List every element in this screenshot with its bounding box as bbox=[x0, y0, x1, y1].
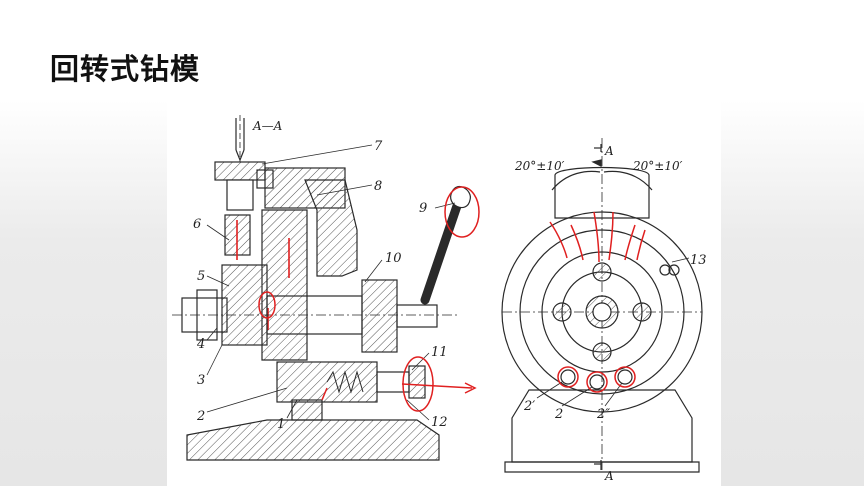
angle-right-label: 20°±10′ bbox=[632, 159, 683, 173]
drill-bit bbox=[235, 115, 245, 162]
leader-lines bbox=[206, 144, 456, 421]
section-mark-top: A bbox=[604, 144, 614, 158]
callout-2-center: 2 bbox=[554, 407, 563, 422]
spring-plunger bbox=[276, 361, 426, 403]
callout-9: 9 bbox=[419, 201, 427, 216]
section-view-left bbox=[172, 115, 471, 461]
callout-12: 12 bbox=[431, 415, 448, 430]
callout-2-double-prime: 2″ bbox=[596, 407, 610, 422]
callout-3: 3 bbox=[197, 373, 205, 388]
callout-2: 2 bbox=[196, 409, 205, 424]
callout-5: 5 bbox=[197, 269, 205, 284]
drawing-figure: A—A 1 2 3 4 5 6 7 8 9 10 11 12 13 2′ 2 2… bbox=[167, 100, 721, 486]
callout-1: 1 bbox=[277, 417, 285, 432]
angle-left-label: 20°±10′ bbox=[514, 159, 565, 173]
section-label: A—A bbox=[252, 119, 283, 133]
fixture-drawing: A—A 1 2 3 4 5 6 7 8 9 10 11 12 13 2′ 2 2… bbox=[172, 115, 707, 483]
fixture-body bbox=[221, 179, 358, 361]
end-view-right bbox=[501, 138, 703, 473]
callout-11: 11 bbox=[431, 345, 448, 360]
callout-13: 13 bbox=[690, 253, 707, 268]
callout-4: 4 bbox=[196, 337, 205, 352]
index-shaft bbox=[172, 279, 457, 353]
callout-7: 7 bbox=[374, 139, 383, 154]
callout-10: 10 bbox=[385, 251, 402, 266]
fixture-base bbox=[186, 399, 440, 461]
callout-2-prime: 2′ bbox=[523, 399, 535, 414]
callout-8: 8 bbox=[374, 179, 382, 194]
section-mark-bottom: A bbox=[604, 469, 614, 483]
red-annotations-right bbox=[549, 211, 646, 393]
red-annotations-left bbox=[258, 186, 480, 412]
index-handle bbox=[420, 186, 471, 305]
callout-6: 6 bbox=[193, 217, 201, 232]
slide-title: 回转式钻模 bbox=[50, 52, 201, 86]
